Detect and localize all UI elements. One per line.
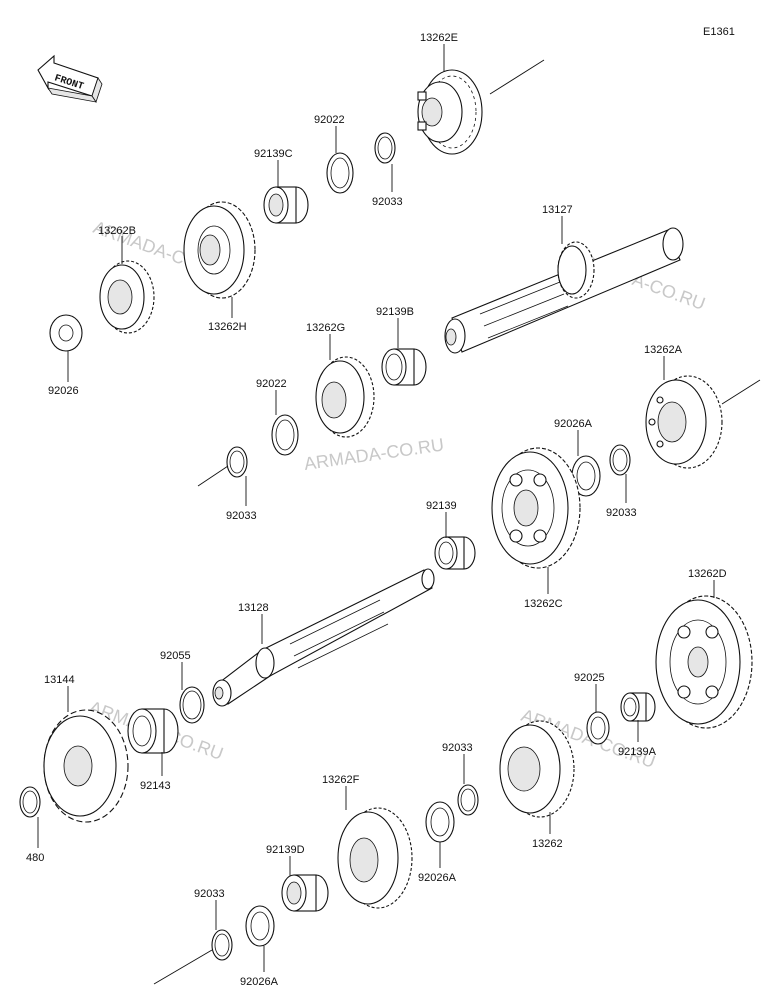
bushing-92139A-icon — [620, 692, 656, 722]
gear-13262C-icon — [491, 447, 581, 569]
circlip-92033-icon — [226, 446, 248, 478]
washer-92022-icon — [271, 414, 299, 456]
part-label-92026: 92026 — [48, 385, 79, 397]
washer-92026-icon — [49, 314, 83, 352]
axis-line — [721, 379, 761, 405]
circlip-92033-icon — [609, 444, 631, 476]
circlip-92033-icon — [374, 132, 396, 164]
leader-lines — [37, 44, 715, 972]
bushing-92139-icon — [434, 536, 476, 570]
bushing-92139B-icon — [381, 348, 427, 386]
part-label-13262G: 13262G — [306, 322, 345, 334]
part-label-92033: 92033 — [226, 510, 257, 522]
shaft-13128-icon — [212, 568, 435, 707]
bearing-92139C-icon — [263, 186, 309, 224]
part-label-13128: 13128 — [238, 602, 269, 614]
part-label-92139D: 92139D — [266, 844, 305, 856]
front-arrow-icon: FRONT — [37, 54, 103, 103]
gear-13262G-icon — [315, 356, 375, 438]
gear-13262A-icon — [645, 375, 723, 469]
part-label-480: 480 — [26, 852, 44, 864]
part-label-92143: 92143 — [140, 780, 171, 792]
part-label-92022: 92022 — [256, 378, 287, 390]
part-label-92022: 92022 — [314, 114, 345, 126]
washer-92026A-icon — [245, 905, 275, 947]
circlip-92033-icon — [211, 929, 233, 961]
part-label-13144: 13144 — [44, 674, 75, 686]
gear-13262-icon — [499, 720, 575, 818]
part-label-92139A: 92139A — [618, 746, 657, 758]
part-labels: 13262E 92022 92139C 92033 13262B 13262H … — [26, 32, 727, 988]
washer-92022-icon — [326, 152, 354, 194]
part-label-92139B: 92139B — [376, 306, 414, 318]
gear-13262D-icon — [655, 595, 753, 729]
watermarks: ARMADA-CO.RU ARMADA-CO.RU ARMADA-CO.RU A… — [87, 217, 708, 772]
part-label-13262A: 13262A — [644, 344, 683, 356]
part-label-13262C: 13262C — [524, 598, 563, 610]
washer-92026A-icon — [571, 455, 601, 497]
watermark: ARMADA-CO.RU — [303, 435, 445, 474]
part-label-92026A: 92026A — [418, 872, 457, 884]
part-label-92026A: 92026A — [554, 418, 593, 430]
part-label-92033: 92033 — [442, 742, 473, 754]
gear-13262E-icon — [417, 69, 483, 155]
part-label-13262D: 13262D — [688, 568, 727, 580]
shaft-13127-icon — [444, 227, 684, 354]
part-label-92033: 92033 — [372, 196, 403, 208]
diagram-id: E1361 — [703, 26, 735, 38]
gear-13262H-icon — [183, 201, 256, 299]
axis-line — [153, 949, 213, 985]
part-label-13262F: 13262F — [322, 774, 360, 786]
part-label-13262B: 13262B — [98, 225, 136, 237]
part-label-92055: 92055 — [160, 650, 191, 662]
collar-92143-icon — [127, 708, 179, 754]
part-label-92139: 92139 — [426, 500, 457, 512]
part-label-13262: 13262 — [532, 838, 563, 850]
circlip-92033-icon — [457, 784, 479, 816]
part-label-92026A: 92026A — [240, 976, 279, 988]
circlip-480-icon — [19, 786, 41, 818]
bearing-92139D-icon — [281, 874, 329, 912]
axis-line — [489, 59, 545, 95]
part-label-92033: 92033 — [194, 888, 225, 900]
washer-92025-icon — [586, 711, 610, 745]
axis-line — [197, 465, 229, 487]
part-label-92139C: 92139C — [254, 148, 293, 160]
oring-92055-icon — [179, 686, 205, 724]
part-label-92025: 92025 — [574, 672, 605, 684]
part-label-92033: 92033 — [606, 507, 637, 519]
part-label-13262H: 13262H — [208, 321, 247, 333]
gear-13262B-icon — [99, 260, 155, 334]
sprocket-13144-icon — [43, 709, 129, 823]
washer-92026A-icon — [425, 801, 455, 843]
part-label-13127: 13127 — [542, 204, 573, 216]
part-label-13262E: 13262E — [420, 32, 458, 44]
gear-13262F-icon — [337, 807, 413, 909]
